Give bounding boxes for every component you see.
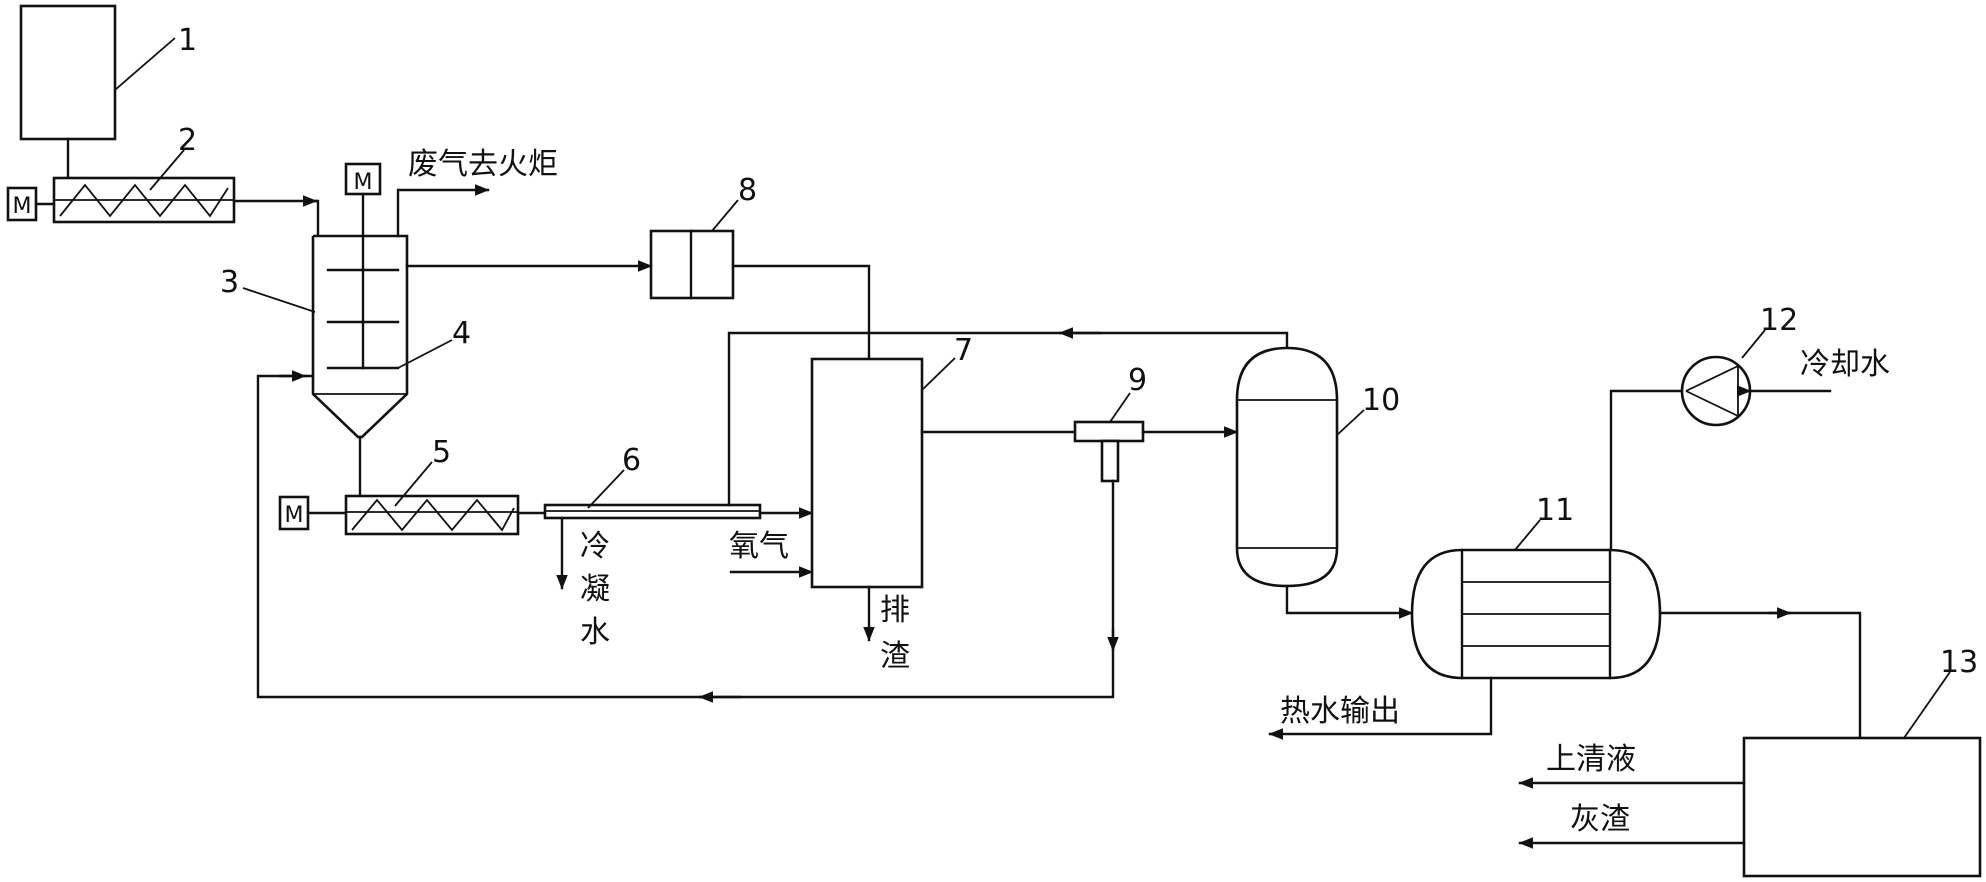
stirred-tank-3: M xyxy=(311,162,409,439)
label-slag-discharge-2: 渣 xyxy=(880,639,910,674)
label-number-10: 10 xyxy=(1362,383,1400,418)
label-number-8: 8 xyxy=(738,173,757,208)
label-number-3: 3 xyxy=(220,265,239,300)
label-number-12: 12 xyxy=(1760,303,1798,338)
label-condensate-1: 冷 xyxy=(580,529,610,564)
heat-exchanger-11 xyxy=(1410,548,1662,680)
motor-label-2: M xyxy=(13,194,32,219)
tee-9 xyxy=(1073,420,1145,483)
leader-lines xyxy=(114,37,1951,739)
label-number-2: 2 xyxy=(178,123,197,158)
label-hot-water-output: 热水输出 xyxy=(1280,694,1400,729)
label-supernatant: 上清液 xyxy=(1546,742,1636,777)
cooling-tube-6 xyxy=(543,503,762,520)
label-oxygen: 氧气 xyxy=(729,529,789,564)
screw-conveyor-2: M xyxy=(6,176,236,224)
label-condensate-3: 水 xyxy=(580,615,610,650)
label-slag-discharge-1: 排 xyxy=(880,593,910,628)
feed-hopper-1 xyxy=(19,4,117,141)
settling-tank-13 xyxy=(1742,736,1982,878)
label-number-5: 5 xyxy=(432,435,451,470)
pump-12 xyxy=(1680,355,1752,427)
label-number-13: 13 xyxy=(1940,645,1978,680)
label-exhaust-to-flare: 废气去火炬 xyxy=(408,147,558,182)
screw-conveyor-5: M xyxy=(278,494,520,536)
label-condensate-2: 凝 xyxy=(580,572,610,607)
label-number-1: 1 xyxy=(178,23,197,58)
label-number-11: 11 xyxy=(1536,493,1574,528)
separator-10 xyxy=(1235,346,1339,588)
filter-8 xyxy=(649,229,735,300)
label-number-7: 7 xyxy=(954,333,973,368)
motor-label-5: M xyxy=(285,503,304,528)
label-number-4: 4 xyxy=(452,316,471,351)
label-cooling-water: 冷却水 xyxy=(1800,347,1890,382)
reactor-7 xyxy=(810,357,924,589)
label-number-9: 9 xyxy=(1128,363,1147,398)
label-ash-slag: 灰渣 xyxy=(1570,802,1630,837)
motor-label-3: M xyxy=(354,170,373,195)
label-number-6: 6 xyxy=(622,443,641,478)
